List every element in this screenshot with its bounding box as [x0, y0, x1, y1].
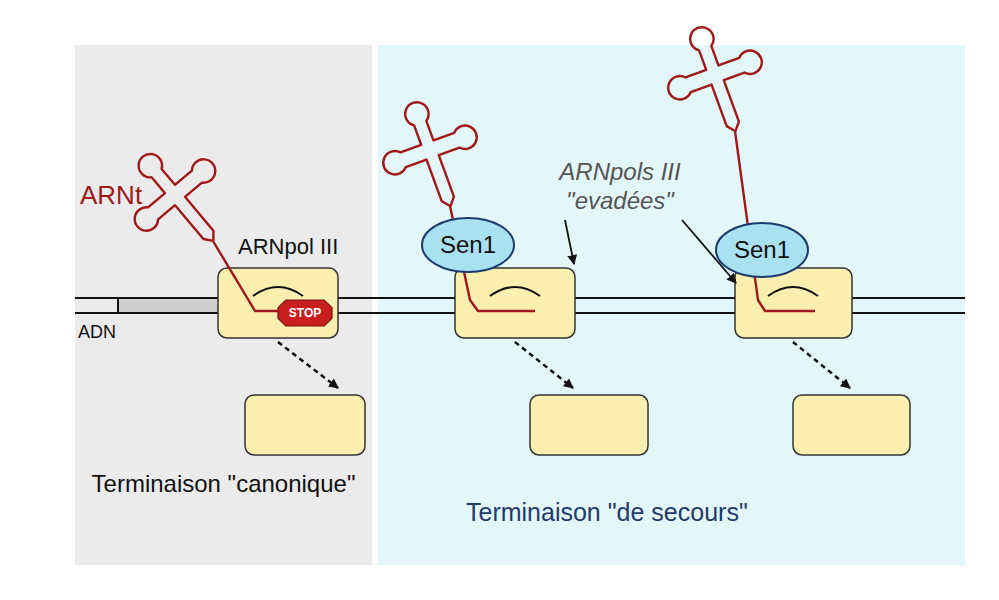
protein-name: Sen1	[734, 236, 790, 265]
polymerase	[218, 268, 852, 338]
protein-ellipse: Sen1	[421, 217, 515, 273]
released-polymerase	[245, 395, 910, 455]
panel-title: Terminaison "de secours"	[466, 497, 926, 527]
pointer-arrow	[565, 220, 736, 283]
stop-sign: STOP	[278, 300, 332, 326]
protein-name: Sen1	[440, 231, 496, 260]
trna	[105, 11, 815, 311]
molecule-label: ADN	[78, 322, 116, 344]
callout-label: ARNpols III "evadées"	[515, 158, 725, 216]
enzyme-label: ARNpol III	[238, 234, 338, 260]
stop-text: STOP	[289, 306, 321, 320]
protein-ellipse: Sen1	[715, 222, 809, 278]
release-arrow	[278, 342, 850, 388]
polymerase-arc	[253, 287, 818, 296]
panel-title: Terminaison "canonique"	[75, 470, 372, 499]
molecule-label: ARNt	[80, 180, 142, 211]
